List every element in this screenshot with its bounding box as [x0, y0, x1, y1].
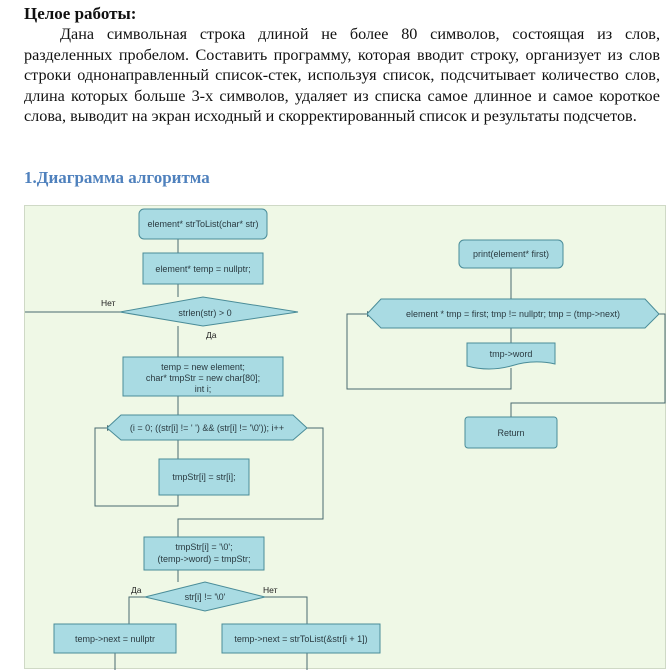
- svg-text:element* strToList(char* str): element* strToList(char* str): [147, 219, 258, 229]
- svg-text:tmp->word: tmp->word: [490, 349, 533, 359]
- branch-no-label: Нет: [263, 585, 278, 595]
- svg-text:(temp->word) = tmpStr;: (temp->word) = tmpStr;: [157, 554, 250, 564]
- init-block: element* temp = nullptr;: [142, 252, 264, 285]
- svg-text:temp = new element;: temp = new element;: [161, 362, 245, 372]
- svg-text:element* temp = nullptr;: element* temp = nullptr;: [155, 264, 250, 274]
- svg-text:temp->next = strToList(&str[i: temp->next = strToList(&str[i + 1]): [234, 634, 367, 644]
- task-heading: Целое работы:: [24, 4, 137, 23]
- flowchart-diagram: element* strToList(char* str) element* t…: [24, 205, 666, 670]
- task-description: Дана символьная строка длиной не более 8…: [24, 25, 660, 126]
- start-block: element* strToList(char* str): [138, 208, 268, 240]
- svg-text:int i;: int i;: [195, 384, 212, 394]
- svg-text:Return: Return: [497, 428, 524, 438]
- alloc-block: temp = new element; char* tmpStr = new c…: [122, 356, 284, 397]
- svg-text:print(element* first): print(element* first): [473, 249, 549, 259]
- copy-block: tmpStr[i] = str[i];: [158, 458, 250, 496]
- return-block: Return: [464, 416, 558, 449]
- left-connectors: [25, 239, 324, 670]
- svg-text:char* tmpStr = new char[80];: char* tmpStr = new char[80];: [146, 373, 260, 383]
- svg-text:temp->next = nullptr: temp->next = nullptr: [75, 634, 155, 644]
- print-start-block: print(element* first): [458, 239, 564, 269]
- branch-yes-label: Да: [131, 585, 142, 595]
- strlen-condition: strlen(str) > 0 Нет Да: [101, 296, 299, 340]
- for-loop-block: (i = 0; ((str[i] != ' ') && (str[i] != '…: [106, 414, 308, 441]
- print-loop-block: element * tmp = first; tmp != nullptr; t…: [366, 298, 660, 329]
- svg-text:element * tmp = first; tmp !=: element * tmp = first; tmp != nullptr; t…: [406, 309, 620, 319]
- section-heading: 1.Диаграмма алгоритма: [24, 168, 210, 187]
- flowchart-canvas: element* strToList(char* str) element* t…: [25, 208, 666, 670]
- next-null-block: temp->next = nullptr: [53, 623, 177, 654]
- next-recursive-block: temp->next = strToList(&str[i + 1]): [221, 623, 381, 654]
- terminate-block: tmpStr[i] = '\0'; (temp->word) = tmpStr;: [143, 536, 265, 571]
- svg-text:(i = 0; ((str[i] != ' ') && (s: (i = 0; ((str[i] != ' ') && (str[i] != '…: [130, 423, 284, 433]
- svg-text:tmpStr[i] = '\0';: tmpStr[i] = '\0';: [175, 542, 232, 552]
- svg-text:strlen(str) > 0: strlen(str) > 0: [178, 308, 231, 318]
- svg-text:str[i] != '\0': str[i] != '\0': [185, 592, 226, 602]
- str-end-condition: str[i] != '\0' Да Нет: [131, 581, 278, 612]
- no-label: Нет: [101, 298, 116, 308]
- svg-text:tmpStr[i] = str[i];: tmpStr[i] = str[i];: [172, 472, 235, 482]
- print-output-block: tmp->word: [466, 342, 556, 370]
- yes-label: Да: [206, 330, 217, 340]
